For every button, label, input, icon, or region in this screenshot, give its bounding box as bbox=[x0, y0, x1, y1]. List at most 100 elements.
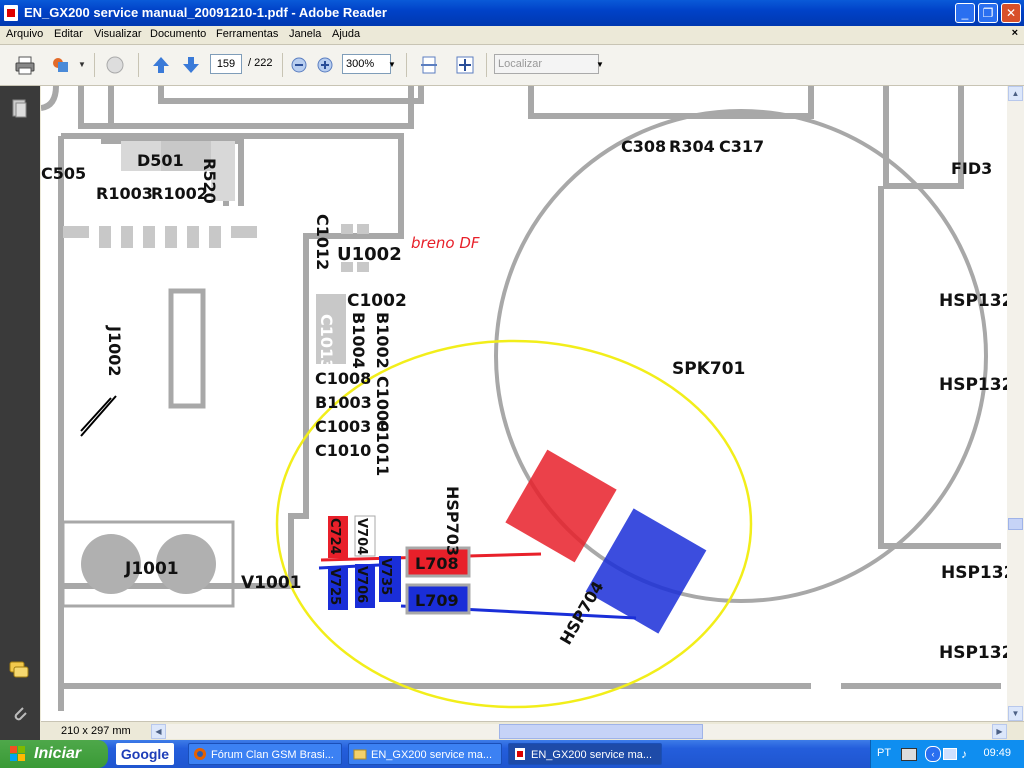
pcb-label: C1012 bbox=[313, 214, 332, 270]
pcb-label: L709 bbox=[415, 591, 459, 610]
horizontal-scrollbar[interactable]: ◀ ▶ bbox=[151, 724, 1007, 739]
system-tray: PT ‹ ♪ 09:49 bbox=[870, 740, 1024, 768]
next-page-icon[interactable] bbox=[180, 54, 202, 76]
zoom-out-icon[interactable] bbox=[290, 54, 308, 76]
vertical-scrollbar[interactable]: ▲ ▼ bbox=[1007, 86, 1024, 721]
toolbar: ▼ 159 / 222 300% ▼ Localizar ▼ bbox=[0, 45, 1024, 86]
pcb-label: C724 bbox=[327, 518, 342, 555]
close-document-icon[interactable]: × bbox=[1011, 27, 1018, 39]
comments-icon[interactable] bbox=[8, 660, 30, 680]
taskbar-item-label: EN_GX200 service ma... bbox=[531, 749, 653, 761]
pcb-label: SPK701 bbox=[672, 359, 745, 379]
restore-button[interactable]: ❐ bbox=[978, 3, 998, 23]
menu-visualizar[interactable]: Visualizar bbox=[94, 28, 142, 40]
start-label: Iniciar bbox=[34, 745, 82, 762]
pcb-label: V725 bbox=[327, 568, 342, 605]
pcb-label: HSP1323 bbox=[939, 291, 1007, 311]
pcb-label: D501 bbox=[137, 151, 184, 170]
taskbar-item-folder[interactable]: EN_GX200 service ma... bbox=[348, 743, 502, 765]
toolbar-divider bbox=[94, 53, 95, 77]
toolbar-divider bbox=[282, 53, 283, 77]
menu-bar: Arquivo Editar Visualizar Documento Ferr… bbox=[0, 26, 1024, 45]
pcb-label: HSP1322 bbox=[939, 643, 1007, 663]
pcb-layout-drawing: C505 D501 R1003 R1002 C308 R304 C317 FID… bbox=[41, 86, 1007, 711]
toolbar-divider bbox=[406, 53, 407, 77]
pcb-label: V735 bbox=[378, 558, 393, 595]
pcb-label: V1001 bbox=[241, 573, 301, 593]
network-icon[interactable] bbox=[943, 748, 957, 760]
pcb-label: B1004 bbox=[349, 312, 368, 369]
window-title: EN_GX200 service manual_20091210-1.pdf -… bbox=[24, 5, 387, 20]
pcb-label: HSP703 bbox=[443, 486, 462, 556]
chevron-down-icon[interactable]: ▼ bbox=[388, 60, 396, 69]
pcb-label: B1002 bbox=[373, 312, 392, 369]
google-toolbar-button[interactable]: Google bbox=[116, 743, 174, 765]
previous-page-icon[interactable] bbox=[150, 54, 172, 76]
menu-ferramentas[interactable]: Ferramentas bbox=[216, 28, 279, 40]
pcb-label: C1011 bbox=[373, 420, 392, 476]
taskbar: Iniciar Google Fórum Clan GSM Brasi... E… bbox=[0, 740, 1024, 768]
toolbar-divider bbox=[138, 53, 139, 77]
menu-arquivo[interactable]: Arquivo bbox=[6, 28, 44, 40]
taskbar-item-firefox[interactable]: Fórum Clan GSM Brasi... bbox=[188, 743, 342, 765]
fit-width-icon[interactable] bbox=[454, 54, 476, 76]
taskbar-item-adobe-reader[interactable]: EN_GX200 service ma... bbox=[508, 743, 662, 765]
status-bar: 210 x 297 mm ◀ ▶ bbox=[41, 721, 1024, 741]
chevron-down-icon[interactable]: ▼ bbox=[596, 60, 604, 69]
pcb-label: C505 bbox=[41, 164, 86, 183]
chevron-down-icon[interactable]: ▼ bbox=[78, 60, 86, 69]
page-number-input[interactable]: 159 bbox=[210, 54, 242, 74]
pcb-label: R520 bbox=[200, 158, 219, 204]
toolbar-divider bbox=[486, 53, 487, 77]
scroll-right-icon[interactable]: ▶ bbox=[992, 724, 1007, 739]
language-indicator[interactable]: PT bbox=[877, 747, 892, 759]
scroll-up-icon[interactable]: ▲ bbox=[1008, 86, 1023, 101]
pcb-label: U1002 bbox=[337, 244, 402, 265]
volume-icon[interactable]: ♪ bbox=[961, 747, 967, 761]
pcb-label: V706 bbox=[354, 566, 369, 603]
collaborate-icon[interactable] bbox=[50, 54, 72, 76]
print-icon[interactable] bbox=[14, 54, 36, 76]
pcb-label: HSP1321 bbox=[941, 563, 1007, 583]
pcb-label: C308 bbox=[621, 137, 666, 156]
folder-icon bbox=[353, 749, 367, 760]
pcb-label: HSP1320 bbox=[939, 375, 1007, 395]
find-input[interactable]: Localizar bbox=[494, 54, 599, 74]
menu-janela[interactable]: Janela bbox=[289, 28, 322, 40]
scroll-thumb[interactable] bbox=[1008, 518, 1023, 530]
annotation-text: breno DF bbox=[411, 234, 480, 252]
zoom-in-icon[interactable] bbox=[316, 54, 334, 76]
menu-documento[interactable]: Documento bbox=[150, 28, 207, 40]
navigation-panel bbox=[0, 86, 40, 741]
zoom-level-select[interactable]: 300% bbox=[342, 54, 391, 74]
page-size-label: 210 x 297 mm bbox=[61, 725, 131, 737]
pcb-label: R1003 bbox=[96, 184, 153, 203]
pcb-label: J1001 bbox=[124, 559, 179, 579]
fit-page-icon[interactable] bbox=[418, 54, 440, 76]
pdf-icon bbox=[515, 748, 525, 760]
taskbar-item-label: EN_GX200 service ma... bbox=[371, 749, 493, 761]
close-button[interactable]: ✕ bbox=[1001, 3, 1021, 23]
document-view[interactable]: C505 D501 R1003 R1002 C308 R304 C317 FID… bbox=[41, 86, 1007, 721]
start-button[interactable]: Iniciar bbox=[0, 740, 108, 768]
pcb-label: V704 bbox=[354, 518, 369, 555]
pcb-label: R304 bbox=[669, 137, 715, 156]
scroll-left-icon[interactable]: ◀ bbox=[151, 724, 166, 739]
pcb-label: C1003 bbox=[315, 417, 371, 436]
clock[interactable]: 09:49 bbox=[983, 747, 1011, 759]
show-hidden-icons-icon[interactable]: ‹ bbox=[925, 746, 941, 762]
hand-tool-icon[interactable] bbox=[104, 54, 126, 76]
attachment-icon[interactable] bbox=[9, 702, 29, 724]
scroll-down-icon[interactable]: ▼ bbox=[1008, 706, 1023, 721]
pages-icon[interactable] bbox=[10, 98, 28, 120]
pcb-label: C1008 bbox=[315, 369, 371, 388]
keyboard-icon[interactable] bbox=[901, 748, 917, 761]
minimize-button[interactable]: _ bbox=[955, 3, 975, 23]
taskbar-item-label: Fórum Clan GSM Brasi... bbox=[211, 749, 334, 761]
menu-editar[interactable]: Editar bbox=[54, 28, 83, 40]
menu-ajuda[interactable]: Ajuda bbox=[332, 28, 361, 40]
windows-logo-icon bbox=[10, 746, 25, 761]
pcb-label: C1010 bbox=[315, 441, 371, 460]
pcb-label: R1002 bbox=[151, 184, 208, 203]
scroll-thumb[interactable] bbox=[499, 724, 703, 739]
